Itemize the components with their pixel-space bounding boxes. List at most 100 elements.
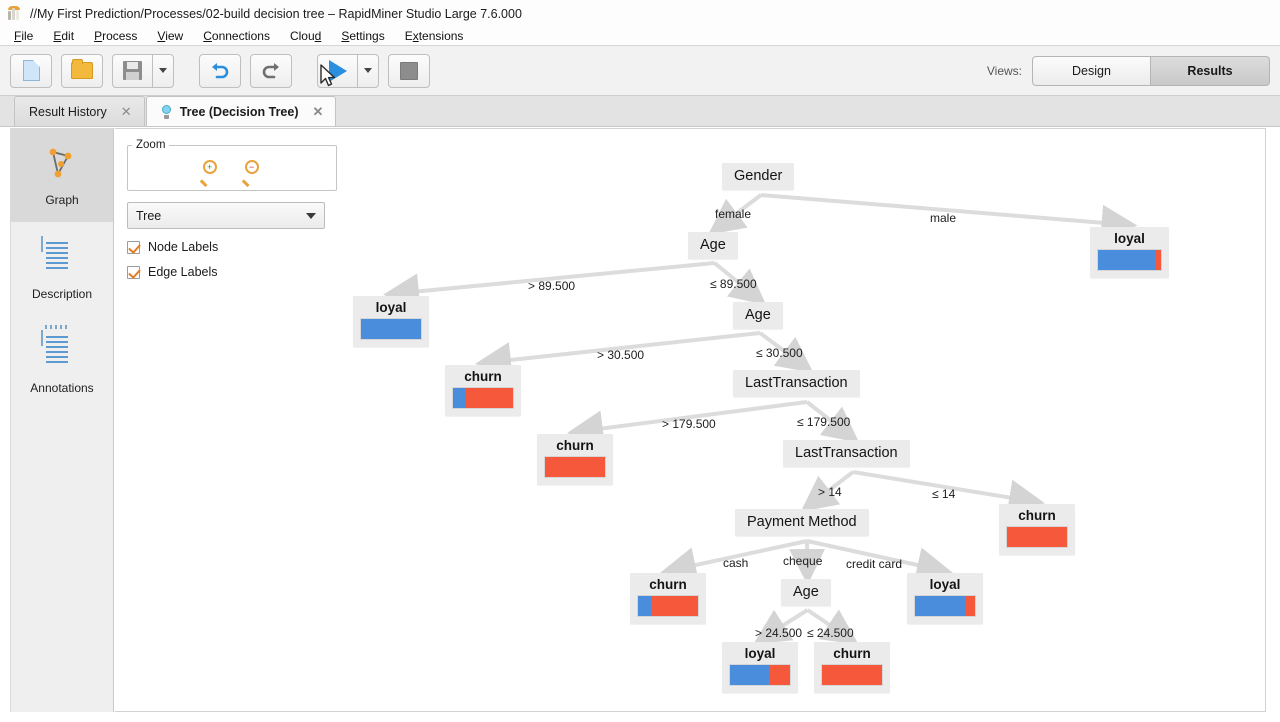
- tree-inner-node[interactable]: LastTransaction: [733, 370, 860, 397]
- run-button[interactable]: [317, 53, 357, 88]
- view-results-button[interactable]: Results: [1151, 55, 1270, 86]
- menu-view[interactable]: View: [157, 29, 184, 43]
- play-triangle-icon: [328, 59, 347, 82]
- tree-node-label: Age: [745, 307, 771, 323]
- edge-labels-checkbox[interactable]: [127, 265, 140, 279]
- tree-edge: [806, 608, 859, 645]
- open-process-button[interactable]: [61, 53, 103, 88]
- graph-mode-select[interactable]: Tree: [127, 202, 325, 229]
- magnifier-plus-icon[interactable]: +: [200, 159, 222, 187]
- node-labels-checkbox-row[interactable]: Node Labels: [127, 240, 337, 254]
- tab-tree-decision-tree[interactable]: Tree (Decision Tree) ✕: [145, 96, 337, 126]
- sidebar-item-label: Description: [31, 287, 93, 301]
- tree-edge: [708, 193, 763, 235]
- menu-bar: File Edit Process View Connections Cloud…: [0, 27, 1280, 46]
- edge-labels-checkbox-row[interactable]: Edge Labels: [127, 265, 337, 279]
- tree-edges-layer: [383, 193, 1138, 645]
- class-distribution-bar: [452, 387, 514, 409]
- tree-node-label: LastTransaction: [795, 445, 898, 461]
- tree-leaf-node[interactable]: churn: [537, 434, 613, 485]
- tree-inner-node[interactable]: LastTransaction: [783, 440, 910, 467]
- chevron-down-icon: [306, 212, 316, 219]
- tree-edge-label: > 24.500: [755, 626, 803, 640]
- menu-settings[interactable]: Settings: [341, 29, 385, 43]
- run-dropdown-button[interactable]: [357, 53, 379, 88]
- stop-button[interactable]: [388, 53, 430, 88]
- redo-button[interactable]: [250, 53, 292, 88]
- tree-edge: [789, 540, 826, 585]
- bar-segment-churn: [1154, 250, 1161, 270]
- class-distribution-bar: [729, 664, 791, 686]
- tree-edge: [800, 470, 855, 512]
- tree-node-label: churn: [464, 369, 502, 384]
- tree-leaf-node[interactable]: churn: [999, 504, 1075, 555]
- menu-file[interactable]: File: [14, 29, 34, 43]
- bar-segment-loyal: [361, 319, 421, 339]
- save-dropdown-button[interactable]: [152, 53, 174, 88]
- tree-node-label: churn: [1018, 508, 1056, 523]
- tree-node-label: loyal: [744, 646, 776, 661]
- bar-segment-churn: [651, 596, 698, 616]
- tree-edge-label: > 179.500: [662, 417, 716, 431]
- menu-edit[interactable]: Edit: [53, 29, 75, 43]
- undo-button[interactable]: [199, 53, 241, 88]
- tree-edge-label: > 89.500: [528, 279, 576, 293]
- tree-edge: [713, 261, 767, 306]
- menu-process[interactable]: Process: [94, 29, 138, 43]
- tree-inner-node[interactable]: Gender: [722, 163, 795, 190]
- result-tab-bar: Result History ✕ Tree (Decision Tree) ✕: [0, 96, 1280, 127]
- sidebar-item-label: Annotations: [30, 381, 94, 395]
- bar-segment-churn: [465, 388, 513, 408]
- tree-node-label: churn: [833, 646, 871, 661]
- bar-segment-loyal: [1098, 250, 1155, 270]
- tree-edge-label: > 30.500: [597, 348, 645, 362]
- rapidminer-logo-icon: [8, 6, 23, 21]
- tree-edge: [806, 539, 953, 583]
- sidebar-item-annotations[interactable]: Annotations: [11, 316, 113, 410]
- tree-leaf-node[interactable]: loyal: [353, 296, 429, 347]
- menu-extensions[interactable]: Extensions: [404, 29, 464, 43]
- bar-segment-loyal: [453, 388, 465, 408]
- sidebar-item-description[interactable]: Description: [11, 222, 113, 316]
- results-main-area: Graph Description Annotations: [0, 128, 1280, 722]
- tree-inner-node[interactable]: Age: [733, 302, 783, 329]
- bar-segment-loyal: [915, 596, 966, 616]
- tree-leaf-node[interactable]: loyal: [722, 642, 798, 693]
- tree-inner-node[interactable]: Payment Method: [735, 509, 869, 536]
- tab-result-history[interactable]: Result History ✕: [14, 96, 145, 126]
- close-icon[interactable]: ✕: [120, 104, 132, 119]
- stop-square-icon: [400, 61, 418, 80]
- zoom-legend: Zoom: [136, 139, 166, 151]
- result-view-sidebar: Graph Description Annotations: [10, 128, 114, 712]
- node-labels-checkbox[interactable]: [127, 240, 140, 254]
- new-document-icon: [22, 60, 40, 81]
- tree-leaf-node[interactable]: loyal: [907, 573, 983, 624]
- node-labels-label: Node Labels: [148, 240, 219, 254]
- tree-leaf-node[interactable]: churn: [445, 365, 521, 416]
- tree-leaf-node[interactable]: churn: [630, 573, 706, 624]
- redo-arrow-icon: [262, 62, 279, 78]
- new-process-button[interactable]: [10, 53, 52, 88]
- tree-edge-label: female: [715, 207, 752, 221]
- views-label: Views:: [986, 63, 1022, 78]
- tree-inner-node[interactable]: Age: [781, 579, 831, 606]
- tree-inner-node[interactable]: Age: [688, 232, 738, 259]
- zoom-controls: Zoom + −: [127, 139, 337, 191]
- magnifier-minus-icon[interactable]: −: [242, 159, 264, 187]
- window-title-bar: //My First Prediction/Processes/02-build…: [0, 0, 1280, 27]
- tree-node-label: churn: [649, 577, 687, 592]
- save-process-button[interactable]: [112, 53, 152, 88]
- tree-edge-label: male: [930, 211, 957, 225]
- tree-node-label: loyal: [929, 577, 961, 592]
- close-icon[interactable]: ✕: [312, 104, 324, 119]
- menu-connections[interactable]: Connections: [203, 29, 270, 43]
- tree-node-label: Age: [793, 584, 819, 600]
- tree-leaf-node[interactable]: loyal: [1090, 227, 1169, 278]
- open-folder-icon: [71, 59, 93, 79]
- tree-leaf-node[interactable]: churn: [814, 642, 890, 693]
- menu-cloud[interactable]: Cloud: [289, 29, 322, 43]
- bar-segment-churn: [1007, 527, 1067, 547]
- sidebar-item-graph[interactable]: Graph: [11, 128, 113, 222]
- view-design-button[interactable]: Design: [1032, 55, 1151, 86]
